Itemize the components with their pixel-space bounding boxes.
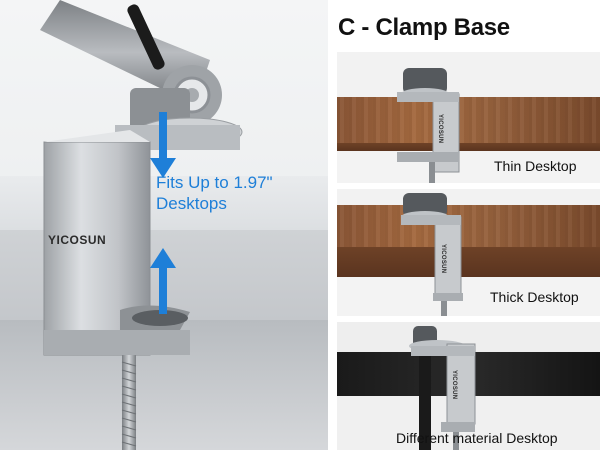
below-desk [337,277,600,316]
capacity-caption-line1: Fits Up to 1.97" [156,173,273,192]
hero-image-panel: YICOSUN Fits Up to 1.97" Desktops [0,0,328,450]
wall-background [337,52,600,97]
capacity-caption-line2: Desktops [156,194,227,213]
material-clamp-illustration [409,326,476,450]
below-desk [337,151,600,183]
down-arrow-icon [150,112,176,178]
wood-desk-edge [337,143,600,151]
wood-desk-top [337,97,600,143]
panel-brand-label: YICOSUN [440,244,446,274]
up-arrow-icon [150,248,176,314]
capacity-caption: Fits Up to 1.97" Desktops [156,172,306,214]
wall-background [337,189,600,205]
thick-desktop-panel: YICOSUN Thick Desktop [337,189,600,316]
clamp-body [43,130,190,356]
thin-desktop-panel: YICOSUN Thin Desktop [337,52,600,183]
panel-brand-label: YICOSUN [437,114,443,144]
monitor-arm [40,0,222,138]
hero-brand-label: YICOSUN [48,233,107,247]
page-title: C - Clamp Base [338,14,510,41]
panel-brand-label: YICOSUN [451,370,457,400]
thick-clamp-illustration [401,193,463,316]
panel-caption: Different material Desktop [396,430,558,446]
clamp-screw [121,355,137,450]
panel-caption: Thin Desktop [494,158,577,174]
thin-clamp-illustration [397,68,460,183]
panel-caption: Thick Desktop [490,289,579,305]
wood-desk-top [337,205,600,247]
wood-desk-edge [337,247,600,277]
clamp-illustration [40,0,243,450]
different-material-panel: YICOSUN Different material Desktop [337,322,600,450]
